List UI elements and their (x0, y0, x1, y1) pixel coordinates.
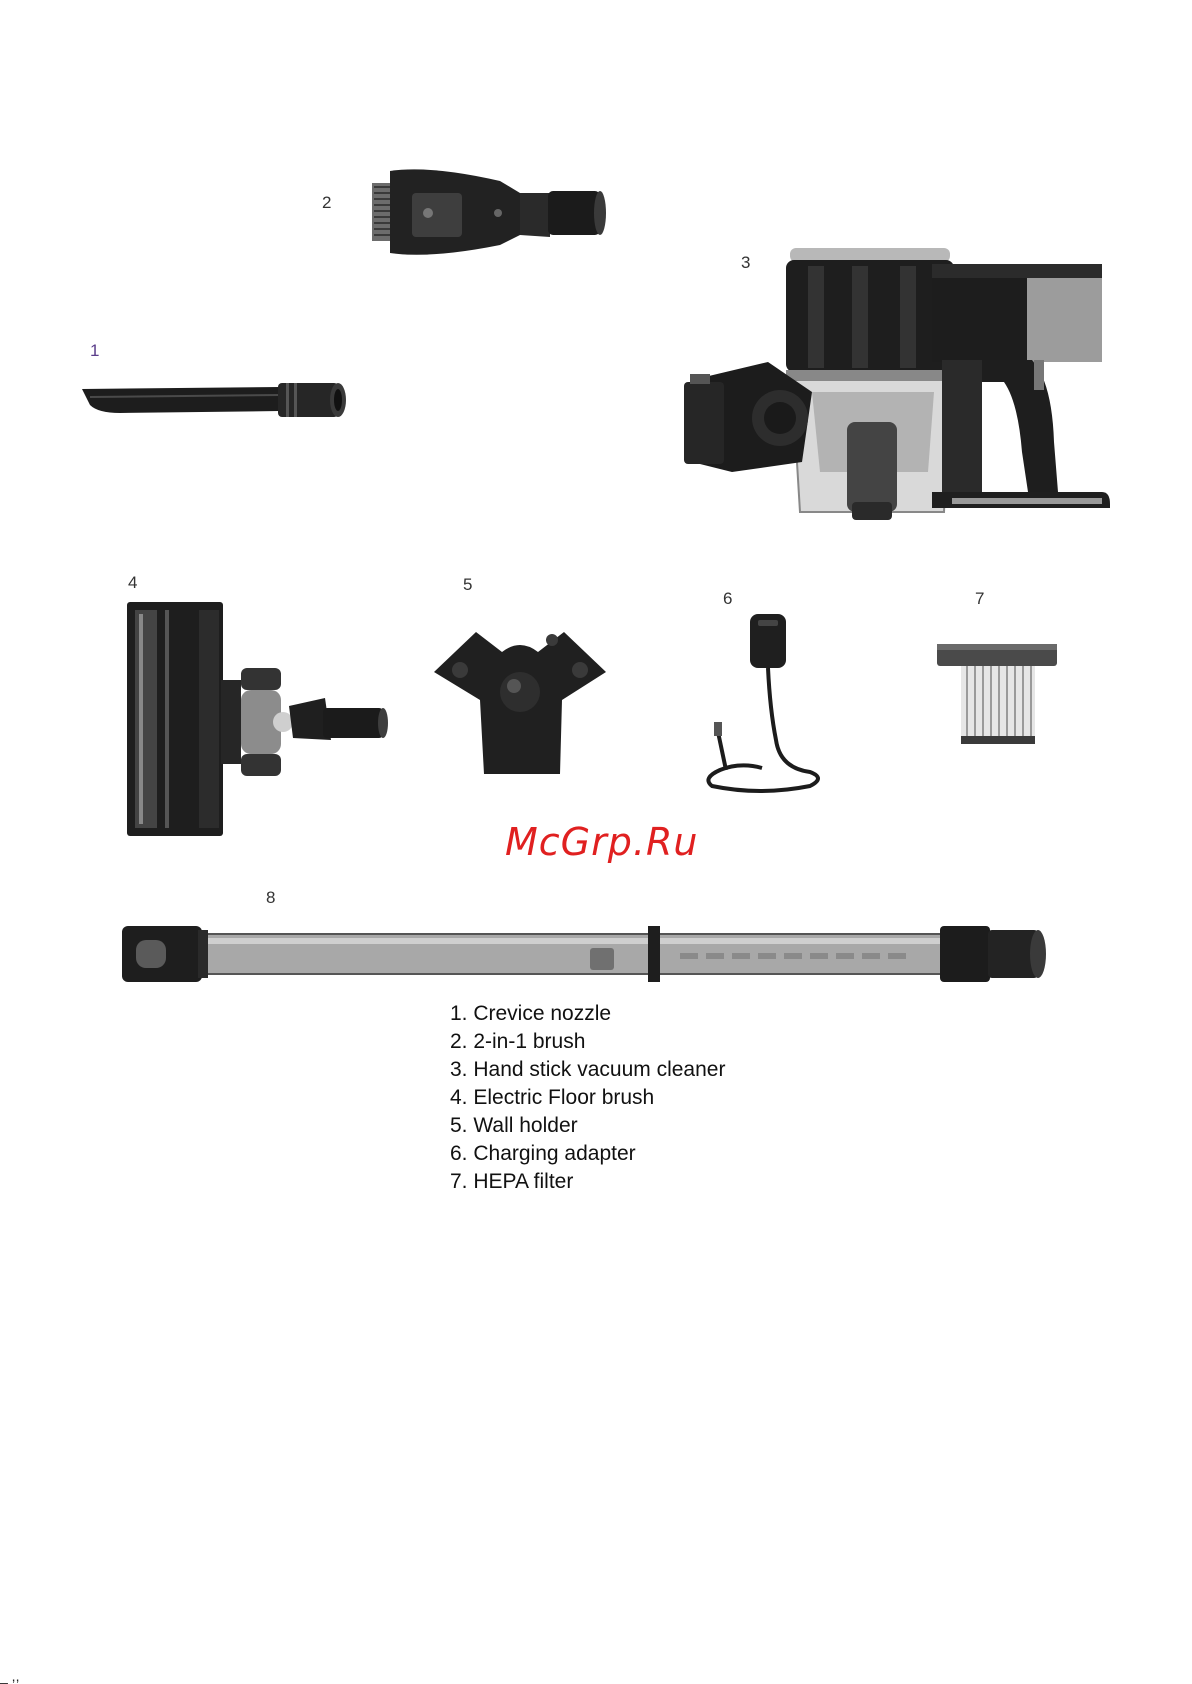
watermark-text: McGrp.Ru (505, 820, 698, 864)
part-number-4: 4 (128, 573, 137, 593)
electric-floor-brush-image (125, 600, 390, 840)
legend-item: 6. Charging adapter (450, 1140, 725, 1168)
part-number-2: 2 (322, 193, 331, 213)
part-number-7: 7 (975, 589, 984, 609)
legend-item: 2. 2-in-1 brush (450, 1028, 725, 1056)
hand-stick-vacuum-image (682, 242, 1112, 532)
charging-adapter-image (700, 610, 830, 800)
part-number-5: 5 (463, 575, 472, 595)
two-in-one-brush-image (370, 163, 610, 263)
legend-item: 3. Hand stick vacuum cleaner (450, 1056, 725, 1084)
legend-item: 4. Electric Floor brush (450, 1084, 725, 1112)
legend-item: 5. Wall holder (450, 1112, 725, 1140)
extension-tube-image (120, 920, 1050, 990)
part-number-6: 6 (723, 589, 732, 609)
parts-legend: 1. Crevice nozzle 2. 2-in-1 brush 3. Han… (450, 1000, 725, 1196)
corner-mark: _ ,, (0, 1668, 19, 1684)
part-number-8: 8 (266, 888, 275, 908)
legend-item: 1. Crevice nozzle (450, 1000, 725, 1028)
wall-holder-image (430, 620, 610, 780)
hepa-filter-image (935, 640, 1060, 750)
crevice-nozzle-image (80, 375, 350, 425)
legend-item: 7. HEPA filter (450, 1168, 725, 1196)
part-number-1: 1 (90, 341, 99, 361)
